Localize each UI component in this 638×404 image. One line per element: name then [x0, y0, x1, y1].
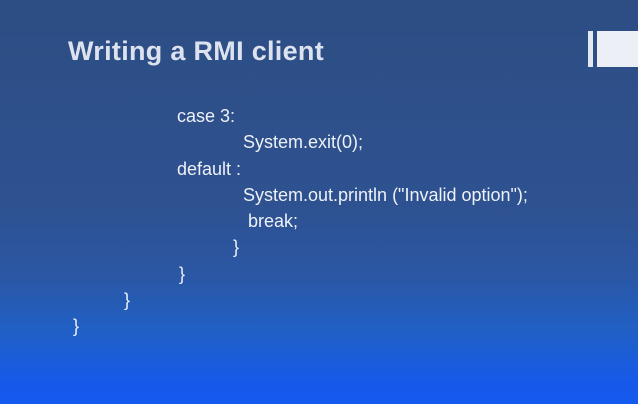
- code-line: break;: [248, 211, 299, 232]
- code-line: }: [233, 237, 240, 258]
- code-line: default :: [177, 158, 242, 179]
- code-line: case 3:: [177, 106, 236, 126]
- code-block: case 3: System.exit(0); default : System…: [0, 103, 638, 340]
- code-line: }: [124, 290, 131, 311]
- title-accent-bar: [588, 31, 593, 67]
- code-line: }: [179, 263, 186, 284]
- code-line: }: [73, 316, 80, 337]
- page-title: Writing a RMI client: [68, 36, 325, 66]
- code-line: System.out.println ("Invalid option");: [243, 184, 528, 205]
- title-accent-block: [597, 31, 638, 67]
- code-line: System.exit(0);: [243, 132, 364, 153]
